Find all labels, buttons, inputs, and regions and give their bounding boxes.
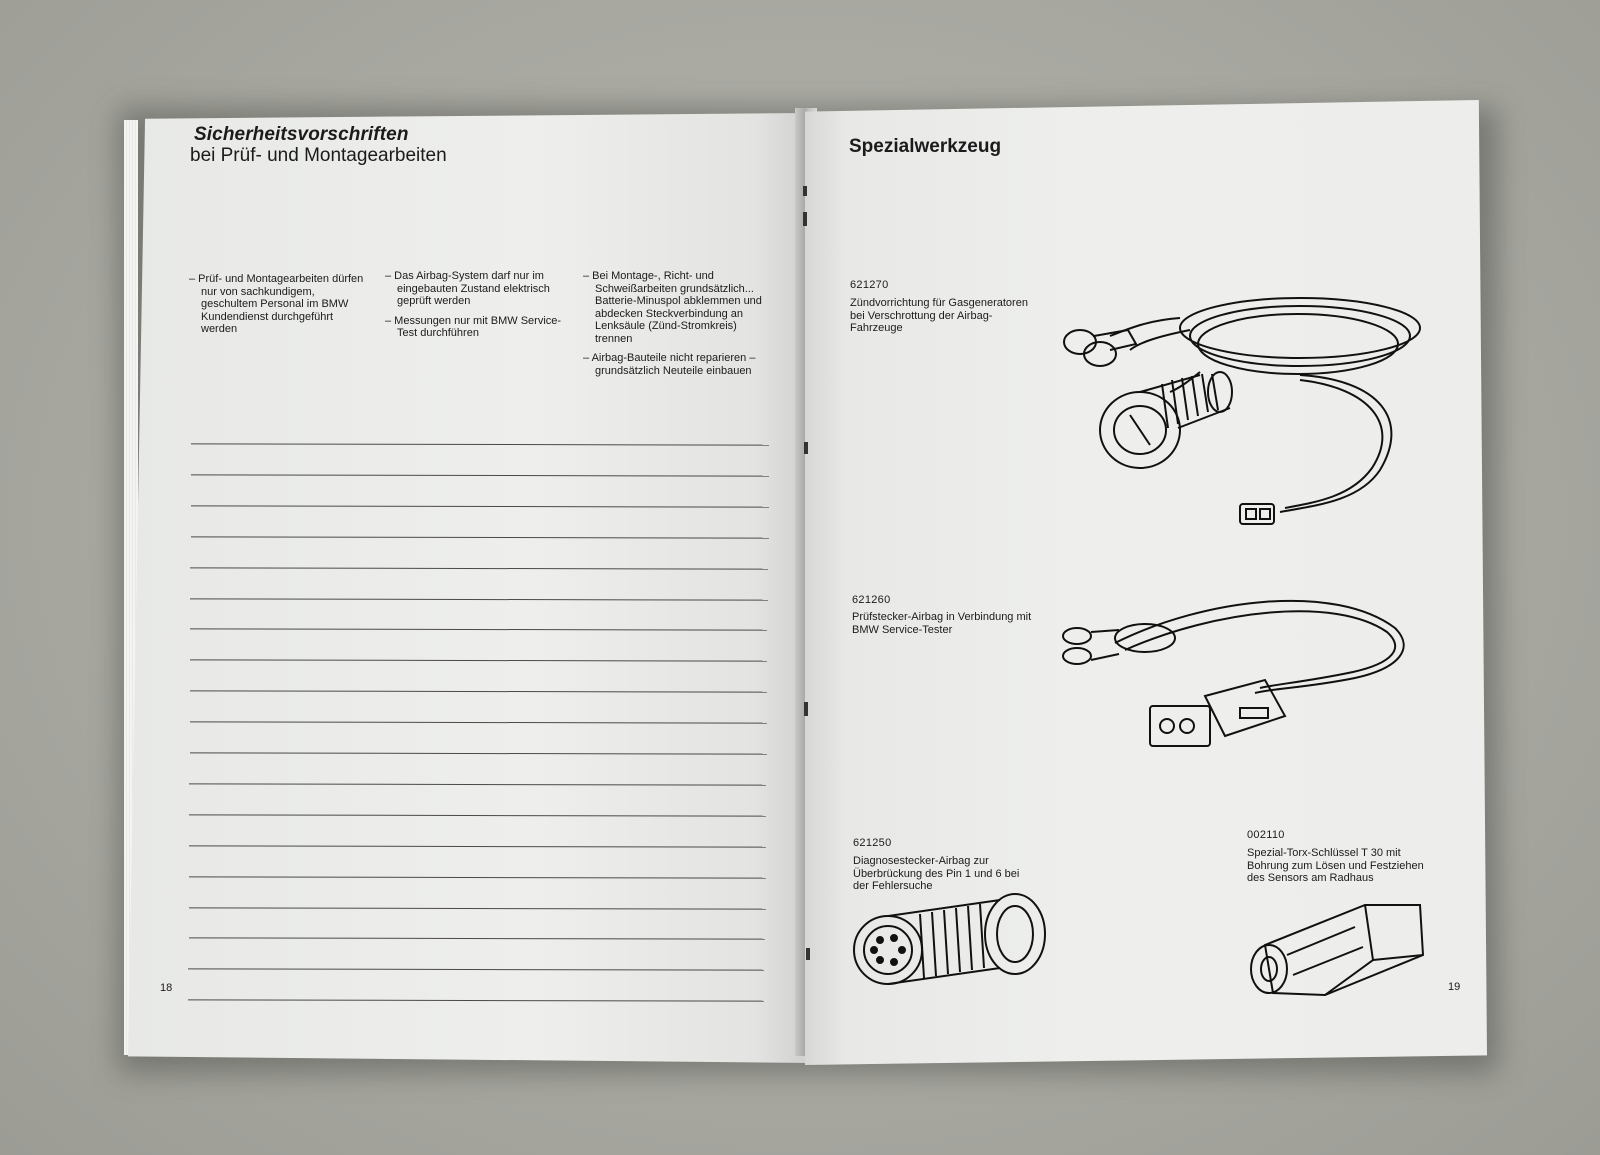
tool-description: Spezial-Torx-Schlüssel T 30 mit Bohrung …: [1247, 847, 1424, 884]
text-column-1: – Prüf- und Montagearbeiten dürfen nur v…: [189, 273, 369, 343]
spine-mark: [803, 186, 807, 196]
page-number-left: 18: [160, 982, 173, 994]
test-plug-cable-icon: [1062, 599, 1405, 747]
spine-mark: [806, 948, 810, 960]
spine-mark: [804, 702, 808, 716]
page-title: Sicherheitsvorschriften: [194, 124, 409, 145]
spine-mark: [804, 442, 808, 454]
page-number-right: 19: [1448, 981, 1461, 993]
page-subtitle: bei Prüf- und Montagearbeiten: [190, 145, 447, 166]
tool-number: 621270: [850, 279, 889, 291]
tool-description: Diagnosestecker-Airbag zur Überbrückung …: [853, 855, 1020, 892]
left-page: [128, 113, 810, 1063]
bullet-item: – Prüf- und Montagearbeiten dürfen nur v…: [189, 273, 364, 335]
diagnostic-plug-icon: [853, 893, 1046, 985]
torx-bit-icon: [1250, 904, 1425, 997]
bullet-item: – Airbag-Bauteile nicht reparieren – gru…: [583, 352, 756, 377]
tool-number: 621250: [853, 837, 892, 849]
text-column-3: – Bei Montage-, Richt- und Schweißarbeit…: [583, 270, 767, 384]
tool-number: 002110: [1247, 829, 1285, 841]
tool-description: Zündvorrichtung für Gasgeneratoren bei V…: [850, 297, 1028, 334]
igniter-cable-icon: [1063, 297, 1421, 525]
tool-number: 621260: [852, 594, 891, 606]
tool-description: Prüfstecker-Airbag in Verbindung mit BMW…: [852, 611, 1032, 636]
text-column-2: – Das Airbag-System darf nur im eingebau…: [385, 270, 565, 347]
spine-mark: [803, 212, 807, 226]
page-title-right: Spezialwerkzeug: [849, 136, 1002, 157]
bullet-item: – Bei Montage-, Richt- und Schweißarbeit…: [583, 270, 762, 345]
bullet-item: – Messungen nur mit BMW Service-Test dur…: [385, 314, 562, 340]
bullet-item: – Das Airbag-System darf nur im eingebau…: [385, 270, 550, 307]
